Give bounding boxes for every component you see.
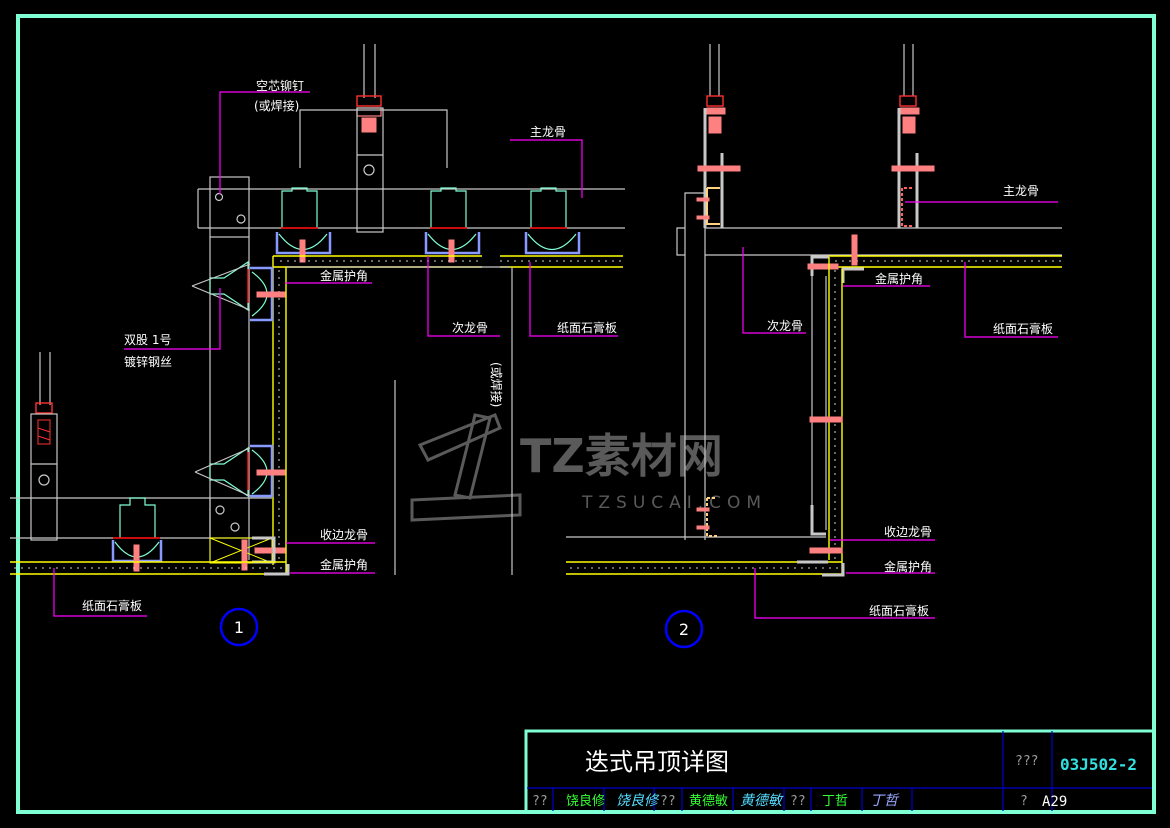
- label-vertical-note: (或焊接): [489, 362, 504, 407]
- label-wire-line-1: 双股 1号: [124, 333, 171, 347]
- bolt-icon: [891, 165, 935, 172]
- watermark: TZ素材网 TZSUCAI.COM: [410, 413, 767, 522]
- watermark-logo-icon: [410, 413, 522, 522]
- nut-icon: [899, 95, 917, 107]
- detail-1-marker: [219, 607, 259, 647]
- signature-check: 黄德敏: [740, 793, 784, 809]
- keel-clip: [111, 497, 163, 572]
- atlas-code: 03J502-2: [1060, 755, 1137, 774]
- label-gypsum-board-bottom: 纸面石膏板: [82, 598, 142, 613]
- label-hollow-rivet-note: (或焊接): [254, 98, 299, 113]
- name-design: 饶良修: [566, 793, 605, 809]
- label-main-keel-2: 主龙骨: [1003, 184, 1039, 198]
- role-label-check: ??: [660, 794, 676, 809]
- watermark-brand: TZ素材网: [520, 429, 723, 483]
- signature-approve: 丁哲: [870, 793, 900, 809]
- keel-clip: [424, 187, 481, 263]
- label-metal-corner-top: 金属护角: [320, 268, 368, 283]
- bolt-icon: [697, 165, 741, 172]
- watermark-url: TZSUCAI.COM: [581, 493, 767, 513]
- label-main-keel: 主龙骨: [530, 125, 566, 139]
- role-label-design: ??: [532, 794, 548, 809]
- label-edge-keel-2: 收边龙骨: [884, 525, 932, 539]
- page-number: A29: [1042, 794, 1067, 810]
- nut-icon: [356, 95, 382, 107]
- wire-clip-lower: [194, 444, 286, 498]
- label-hollow-rivet: 空芯铆钉: [256, 78, 304, 93]
- label-gypsum-board-top: 纸面石膏板: [557, 320, 617, 335]
- nut-icon: [35, 402, 53, 414]
- label-metal-corner-bottom: 金属护角: [320, 557, 368, 572]
- keel-clip: [524, 187, 581, 255]
- detail-2-marker: [664, 609, 704, 649]
- drawing-frame: [16, 14, 1156, 814]
- keel-clip: [275, 187, 332, 263]
- drawing-title: 迭式吊顶详图: [585, 748, 729, 776]
- detail-1: 空芯铆钉 (或焊接) 主龙骨 金属护角 次龙骨 纸面石膏板 双股 1号 镀锌钢丝…: [10, 44, 625, 647]
- nut-icon: [706, 95, 724, 107]
- detail-2: 主龙骨 金属护角 次龙骨 纸面石膏板 收边龙骨 金属护角 纸面石膏板 2: [566, 44, 1062, 649]
- role-label-approve: ??: [790, 794, 806, 809]
- label-secondary-keel-2: 次龙骨: [767, 319, 803, 333]
- label-edge-keel: 收边龙骨: [320, 528, 368, 542]
- rivet-icon: [214, 192, 224, 202]
- label-wire-line-2: 镀锌钢丝: [124, 355, 172, 369]
- name-approve: 丁哲: [822, 794, 848, 809]
- detail-1-number: 1: [234, 618, 244, 637]
- title-block: 迭式吊顶详图 ??? 03J502-2 ?? 饶良修 饶良修 ?? 黄德敏 黄德…: [524, 729, 1156, 814]
- page-label: ?: [1020, 794, 1028, 809]
- label-gypsum-board-top-2: 纸面石膏板: [993, 321, 1053, 336]
- atlas-label: ???: [1015, 754, 1038, 769]
- name-check: 黄德敏: [689, 794, 728, 809]
- label-secondary-keel: 次龙骨: [452, 321, 488, 335]
- label-gypsum-board-bottom-2: 纸面石膏板: [869, 603, 929, 618]
- hanger-bracket: [356, 107, 384, 233]
- wire-clip-upper: [191, 260, 286, 322]
- hanger-bracket: [30, 413, 58, 541]
- label-metal-corner-top-2: 金属护角: [875, 271, 923, 286]
- detail-2-number: 2: [679, 620, 689, 639]
- label-metal-corner-bottom-2: 金属护角: [884, 559, 932, 574]
- signature-design: 饶良修: [616, 793, 660, 809]
